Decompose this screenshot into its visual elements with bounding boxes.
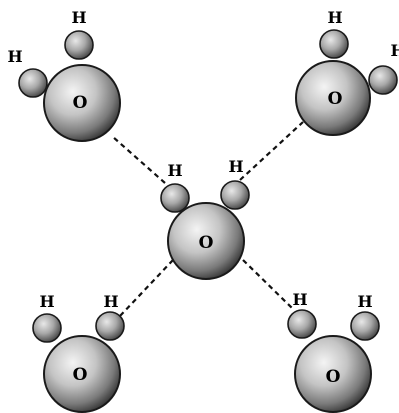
- water-molecule-top-right: O H H: [295, 8, 399, 136]
- hydrogen-label: H: [71, 8, 86, 27]
- oxygen-atom: [294, 335, 372, 413]
- hydrogen-label: H: [292, 290, 307, 309]
- oxygen-atom: [295, 60, 371, 136]
- hydrogen-label: H: [167, 161, 182, 180]
- hydrogen-label: H: [103, 292, 118, 311]
- water-molecule-bottom-right: O H H: [287, 290, 380, 413]
- water-molecule-bottom-left: O H H: [32, 292, 125, 413]
- hydrogen-label: H: [228, 157, 243, 176]
- hydrogen-label: H: [39, 292, 54, 311]
- hydrogen-label: H: [327, 8, 342, 27]
- hydrogen-atom: [220, 180, 250, 210]
- hbond-top-right: [239, 121, 304, 181]
- hydrogen-atom: [64, 30, 94, 60]
- hbond-bottom-left: [119, 259, 174, 317]
- oxygen-label: O: [328, 89, 343, 109]
- hydrogen-atom: [160, 183, 190, 213]
- hbond-top-left: [112, 136, 166, 184]
- hydrogen-atom: [368, 65, 398, 95]
- oxygen-label: O: [326, 367, 341, 387]
- hydrogen-bonds: [112, 121, 304, 317]
- hydrogen-label: H: [7, 47, 22, 66]
- hydrogen-atom: [287, 309, 317, 339]
- hydrogen-atom: [32, 313, 62, 343]
- oxygen-atom: [43, 64, 121, 142]
- hydrogen-atom: [319, 29, 349, 59]
- hydrogen-atom: [350, 311, 380, 341]
- water-molecule-center: O H H: [160, 157, 250, 280]
- water-molecule-top-left: O H H: [7, 8, 121, 142]
- oxygen-label: O: [73, 93, 88, 113]
- hydrogen-atom: [95, 311, 125, 341]
- hydrogen-label: H: [357, 292, 372, 311]
- oxygen-atom: [167, 202, 245, 280]
- oxygen-label: O: [199, 233, 214, 253]
- oxygen-atom: [43, 335, 121, 413]
- hbond-bottom-right: [242, 259, 293, 309]
- hydrogen-label: H: [390, 41, 399, 60]
- hydrogen-atom: [18, 68, 48, 98]
- oxygen-label: O: [73, 365, 88, 385]
